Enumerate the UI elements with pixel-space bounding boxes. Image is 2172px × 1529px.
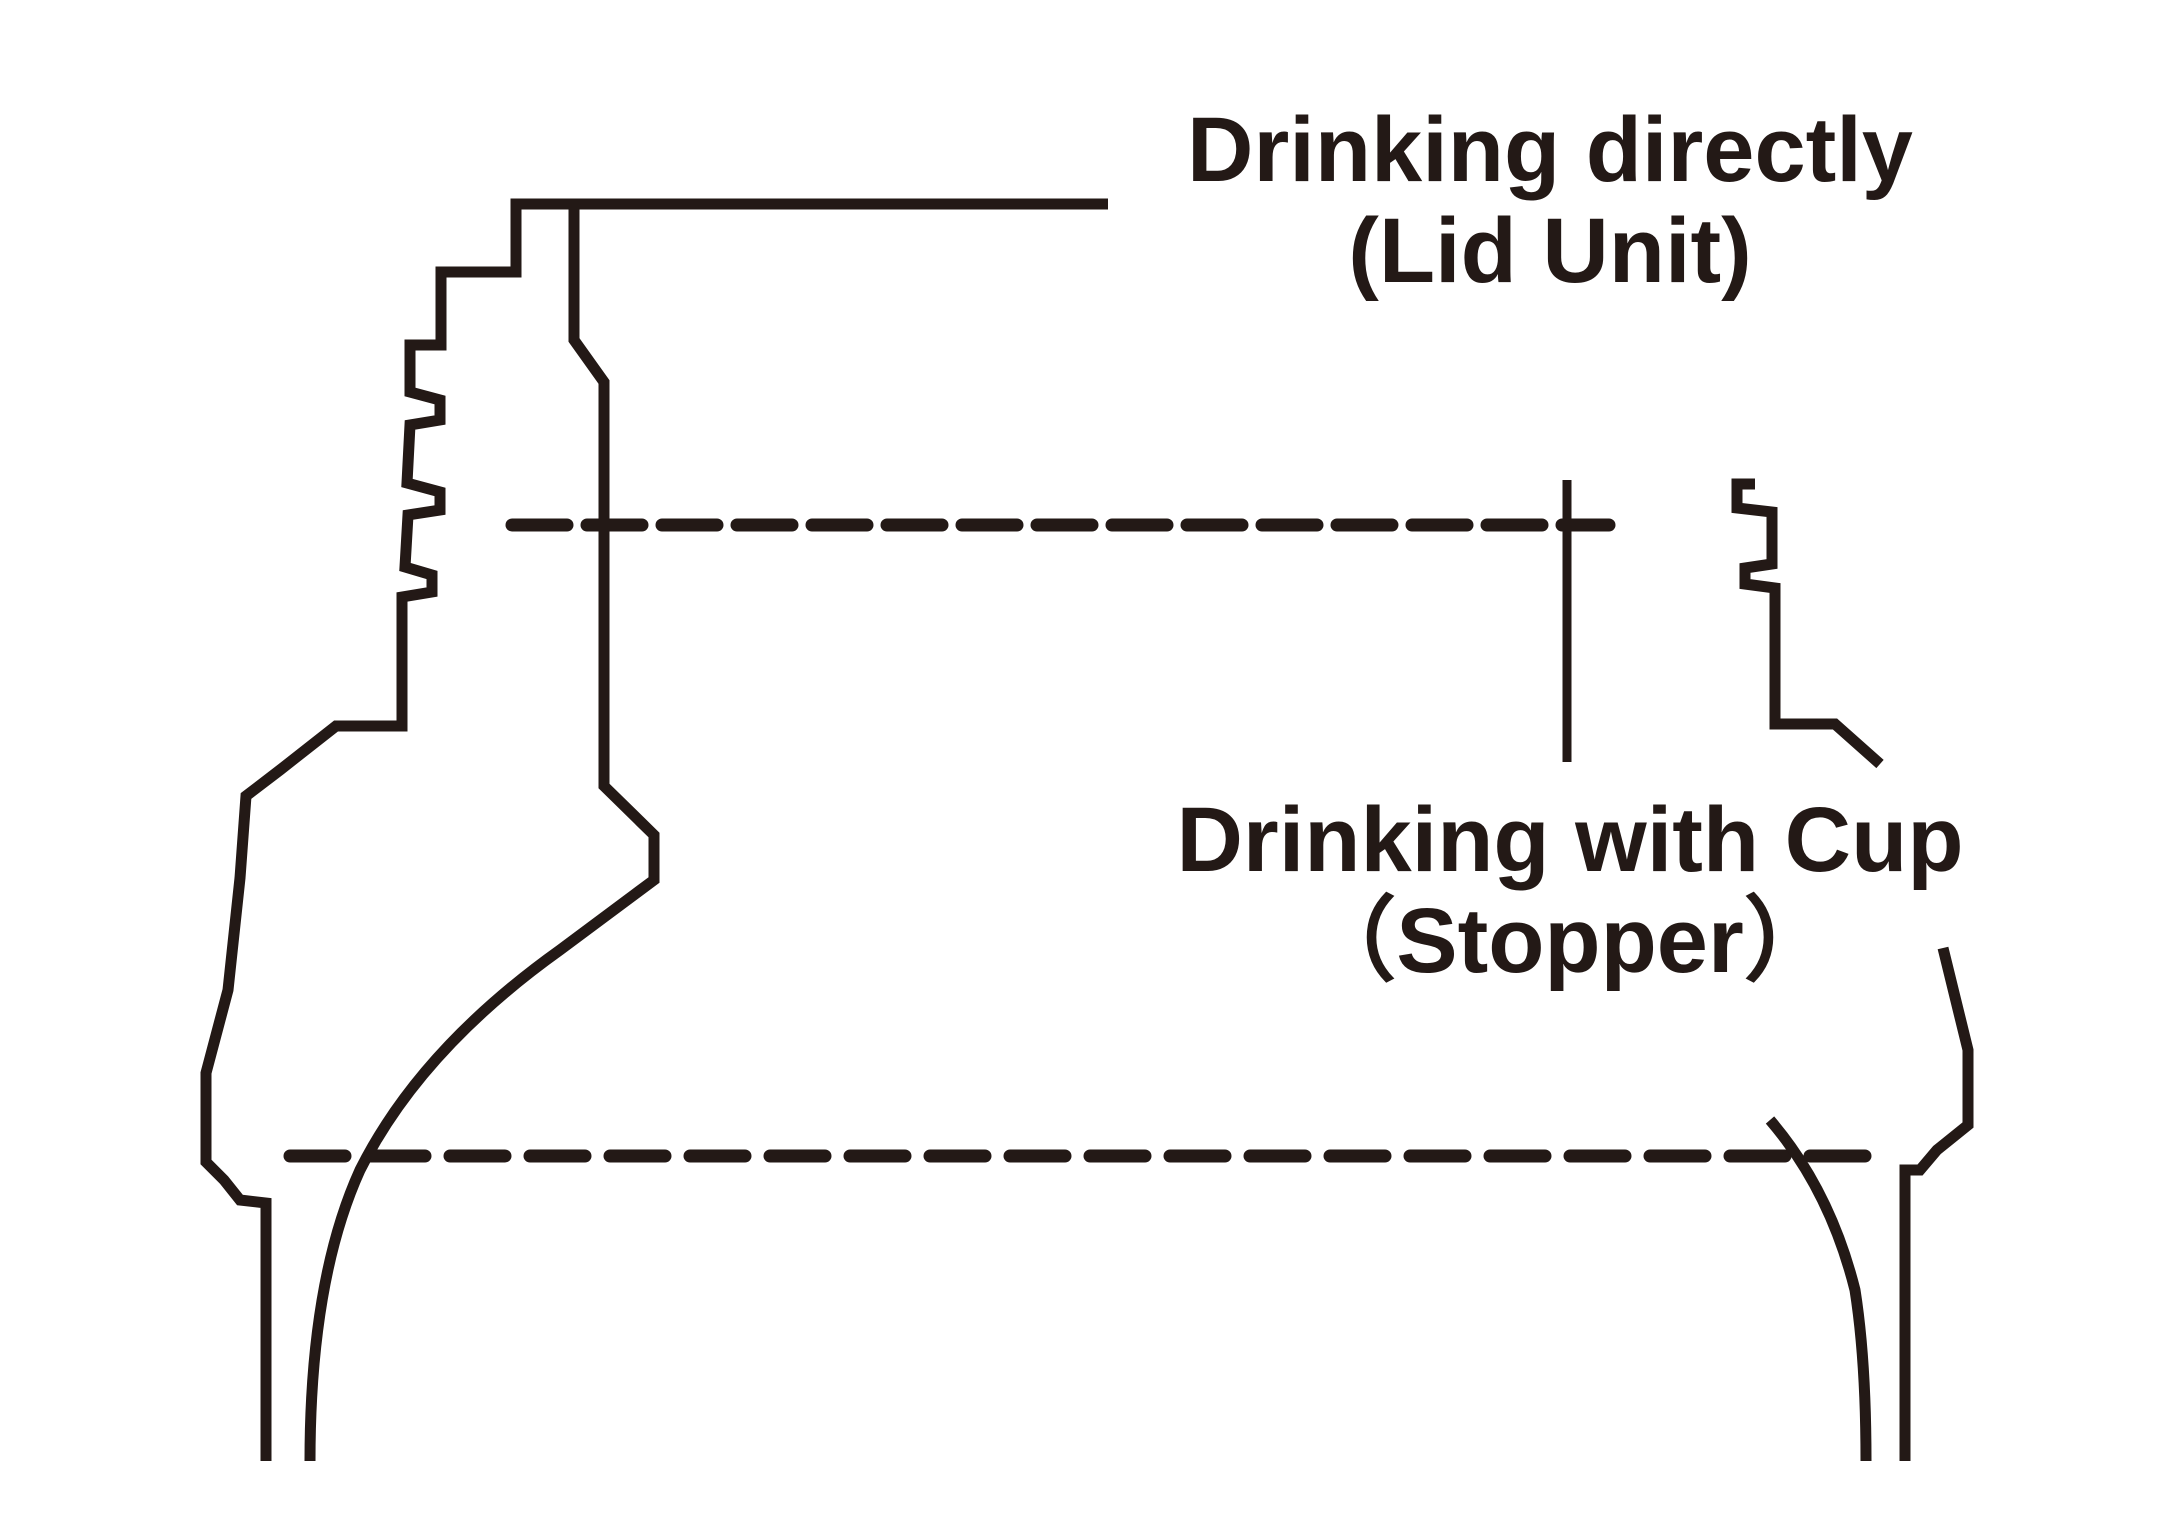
right-thread-profile: [1731, 478, 1884, 769]
right-inner-curve: [1765, 1116, 1872, 1462]
stopper-label-line2: （Stopper）: [1304, 890, 1836, 993]
lid-unit-label-line1: Drinking directly: [1187, 99, 1913, 201]
lid-outer-profile-left: [200, 198, 1108, 1461]
right-outer-profile: [1899, 946, 1974, 1461]
stopper-label: Drinking with Cup （Stopper）: [1095, 789, 2045, 993]
lid-unit-label-line2: (Lid Unit): [1348, 200, 1752, 303]
stopper-inner-profile-left: [304, 204, 660, 1462]
stopper-label-line1: Drinking with Cup: [1176, 789, 1964, 891]
lid-unit-label: Drinking directly (Lid Unit): [1100, 99, 2000, 303]
